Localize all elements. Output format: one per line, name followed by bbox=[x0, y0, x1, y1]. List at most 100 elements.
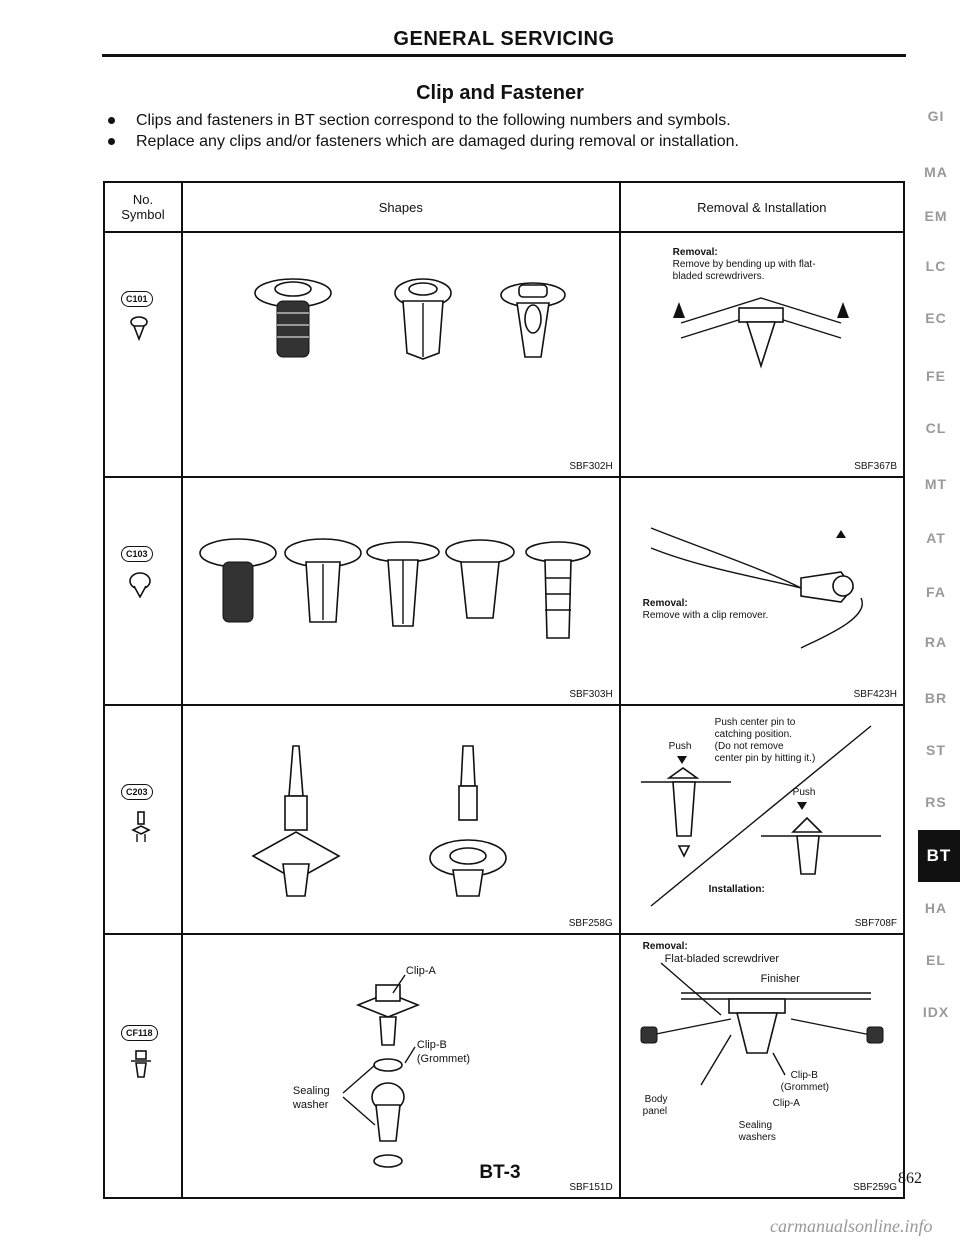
page-label: BT-3 bbox=[479, 1162, 521, 1183]
removal-figure bbox=[640, 962, 884, 1086]
panel-label: panel bbox=[642, 1106, 668, 1117]
install-note: center pin by hitting it.) bbox=[714, 753, 816, 764]
table-row: C103 SBF303H Removal: bbox=[103, 476, 906, 706]
removal-cell: Push center pin to catching position. (D… bbox=[618, 704, 906, 935]
removal-figure bbox=[650, 527, 863, 649]
instruction-item: Clips and fasteners in BT section corres… bbox=[108, 110, 908, 131]
bullet-icon bbox=[108, 117, 115, 124]
body-label: Body bbox=[644, 1094, 668, 1105]
watermark: carmanualsonline.info bbox=[770, 1216, 933, 1236]
clip-b-label: Clip-B bbox=[416, 1039, 447, 1051]
install-note: Push center pin to bbox=[714, 717, 796, 728]
installation-figure bbox=[640, 725, 881, 907]
install-note: (Do not remove bbox=[714, 741, 784, 752]
header-rule bbox=[102, 54, 906, 57]
clip-table: No. Symbol Shapes Removal & Installation… bbox=[103, 181, 906, 1199]
table-row: C203 SBF258G Push center pin to ca bbox=[103, 704, 906, 935]
shapes-cell: SBF303H bbox=[180, 476, 621, 706]
clip-symbol-icon bbox=[131, 1050, 151, 1078]
section-tab[interactable]: MA bbox=[924, 164, 948, 180]
section-tab[interactable]: AT bbox=[926, 530, 946, 546]
symbol-cell: C203 bbox=[103, 704, 183, 935]
section-tab[interactable]: EM bbox=[924, 208, 948, 224]
sealing-washer-label: Sealing bbox=[292, 1085, 330, 1097]
screwdriver-label: Flat-bladed screwdriver bbox=[664, 953, 779, 965]
shapes-cell: SBF258G bbox=[180, 704, 621, 935]
removal-text: Remove by bending up with flat-bladed sc… bbox=[672, 259, 816, 282]
section-tab[interactable]: RS bbox=[925, 794, 947, 810]
grommet-label: (Grommet) bbox=[780, 1082, 830, 1093]
section-tab[interactable]: IDX bbox=[922, 1004, 950, 1020]
section-tab[interactable]: LC bbox=[925, 258, 947, 274]
figure-ref: SBF258G bbox=[568, 918, 613, 929]
header-removal: Removal & Installation bbox=[618, 181, 906, 233]
removal-heading: Removal: bbox=[642, 598, 688, 609]
header-no: No. bbox=[132, 192, 154, 207]
clip-code-badge: C203 bbox=[121, 784, 153, 800]
grommet-label: (Grommet) bbox=[416, 1053, 471, 1065]
clip-shapes-figure bbox=[199, 538, 591, 639]
section-tab[interactable]: GI bbox=[927, 108, 945, 124]
installation-heading: Installation: bbox=[708, 884, 765, 895]
table-row: C101 SBF302H bbox=[103, 231, 906, 478]
instruction-text: Clips and fasteners in BT section corres… bbox=[136, 112, 731, 129]
table-header-row: No. Symbol Shapes Removal & Installation bbox=[103, 181, 906, 233]
bullet-icon bbox=[108, 138, 115, 145]
section-tab[interactable]: RA bbox=[924, 634, 948, 650]
sealing-washers-label: washers bbox=[738, 1132, 776, 1143]
removal-text: Remove with a clip remover. bbox=[642, 610, 769, 621]
clip-symbol-icon bbox=[131, 811, 151, 842]
push-label: Push bbox=[668, 741, 692, 752]
figure-ref: SBF367B bbox=[854, 461, 897, 472]
figure-ref: SBF708F bbox=[854, 918, 897, 929]
finisher-label: Finisher bbox=[760, 973, 800, 985]
section-tab[interactable]: HA bbox=[924, 900, 948, 916]
section-tab[interactable]: CL bbox=[925, 420, 947, 436]
sealing-washers-label: Sealing bbox=[738, 1120, 773, 1131]
figure-ref: SBF259G bbox=[853, 1182, 897, 1193]
clip-a-label: Clip-A bbox=[772, 1098, 800, 1109]
removal-cell: Removal: Remove by bending up with flat-… bbox=[618, 231, 906, 478]
clip-code-badge: C101 bbox=[121, 291, 153, 307]
table-row: CF118 Clip-A Clip-B (Grommet) bbox=[103, 933, 906, 1199]
header-shapes: Shapes bbox=[180, 181, 621, 233]
shapes-cell: Clip-A Clip-B (Grommet) Sealing washer S… bbox=[180, 933, 621, 1199]
symbol-cell: CF118 bbox=[103, 933, 183, 1199]
instruction-text: Replace any clips and/or fasteners which… bbox=[136, 133, 739, 150]
removal-cell: Removal: Flat-bladed screwdriver Finishe… bbox=[618, 933, 906, 1199]
figure-ref: SBF423H bbox=[853, 689, 897, 700]
section-header: GENERAL SERVICING bbox=[393, 28, 615, 50]
removal-heading: Removal: bbox=[642, 941, 688, 952]
shapes-cell: SBF302H bbox=[180, 231, 621, 478]
figure-ref: SBF303H bbox=[569, 689, 613, 700]
instruction-list: Clips and fasteners in BT section corres… bbox=[108, 110, 908, 152]
symbol-cell: C103 bbox=[103, 476, 183, 706]
section-tab[interactable]: BR bbox=[924, 690, 948, 706]
instruction-item: Replace any clips and/or fasteners which… bbox=[108, 131, 908, 152]
clip-symbol-icon bbox=[129, 572, 151, 598]
section-tab-active[interactable]: BT bbox=[918, 830, 960, 882]
header-no-symbol: No. Symbol bbox=[103, 181, 183, 233]
clip-symbol-icon bbox=[130, 316, 148, 341]
clip-shapes-figure bbox=[342, 974, 421, 1168]
clip-a-label: Clip-A bbox=[405, 965, 436, 977]
clip-code-badge: C103 bbox=[121, 546, 153, 562]
section-tab[interactable]: FA bbox=[926, 584, 946, 600]
clip-shapes-figure bbox=[251, 745, 507, 897]
removal-cell: Removal: Remove with a clip remover. SBF… bbox=[618, 476, 906, 706]
sealing-washer-label: washer bbox=[292, 1099, 329, 1111]
section-tab[interactable]: EL bbox=[926, 952, 946, 968]
removal-heading: Removal: bbox=[672, 247, 718, 258]
section-tab[interactable]: ST bbox=[926, 742, 946, 758]
push-label: Push bbox=[792, 787, 816, 798]
section-tab[interactable]: FE bbox=[926, 368, 946, 384]
clip-code-badge: CF118 bbox=[121, 1025, 158, 1041]
page-title: Clip and Fastener bbox=[416, 82, 584, 104]
clip-b-label: Clip-B bbox=[790, 1070, 818, 1081]
page-number: 862 bbox=[898, 1170, 922, 1187]
section-tab[interactable]: MT bbox=[924, 476, 948, 492]
clip-shapes-figure bbox=[254, 278, 566, 360]
install-note: catching position. bbox=[714, 729, 792, 740]
section-tab[interactable]: EC bbox=[925, 310, 947, 326]
figure-ref: SBF302H bbox=[569, 461, 613, 472]
